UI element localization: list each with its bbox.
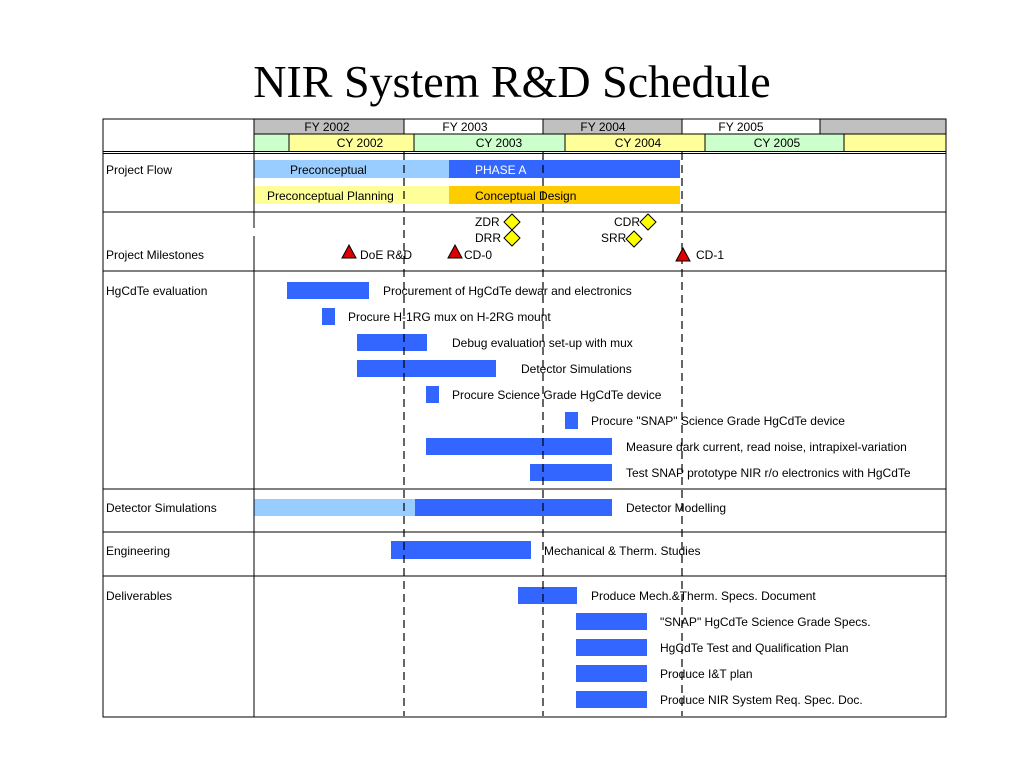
cy-cell-2002 <box>289 134 414 151</box>
task-label: Detector Simulations <box>521 362 632 376</box>
cy-cell-2005 <box>705 134 844 151</box>
cy-label-2004: CY 2004 <box>615 136 662 150</box>
cdr-label: CDR <box>614 215 640 229</box>
task-label: Procure H-1RG mux on H-2RG mount <box>348 310 551 324</box>
task-bar <box>426 386 439 403</box>
task-label: Produce Mech.&Therm. Specs. Document <box>591 589 816 603</box>
fy-cell-2004 <box>543 119 682 134</box>
zdr-label: ZDR <box>475 215 500 229</box>
fy-cell-2005 <box>682 119 820 134</box>
task-bar <box>518 587 577 604</box>
fy-cell-extra <box>820 119 946 134</box>
detector-modelling-label: Detector Modelling <box>626 501 726 515</box>
cd0-triangle <box>447 243 463 259</box>
section-engineering: Engineering <box>106 544 170 558</box>
detector-sim-light-bar <box>254 499 415 516</box>
doe-rd-label: DoE R&D <box>360 248 412 262</box>
task-label: Debug evaluation set-up with mux <box>452 336 633 350</box>
doe-rd-triangle <box>341 243 357 259</box>
fy-cell-2003 <box>404 119 543 134</box>
conceptual-design-bar <box>449 186 680 204</box>
preconceptual-planning-label: Preconceptual Planning <box>267 189 394 203</box>
task-label: Procure "SNAP" Science Grade HgCdTe devi… <box>591 414 845 428</box>
section-detector-sim: Detector Simulations <box>106 501 217 515</box>
drr-diamond <box>503 229 521 247</box>
task-label: Produce I&T plan <box>660 667 753 681</box>
cy-header-row <box>254 134 946 151</box>
preconceptual-bar <box>254 160 449 178</box>
cd1-triangle <box>675 246 691 262</box>
drr-label: DRR <box>475 231 501 245</box>
task-label: Procurement of HgCdTe dewar and electron… <box>383 284 632 298</box>
conceptual-design-label: Conceptual Design <box>475 189 576 203</box>
milestones: ZDR DRR CDR SRR DoE R&D CD-0 CD-1 <box>341 213 724 262</box>
cy-label-2005: CY 2005 <box>754 136 801 150</box>
cy-cell-2003 <box>414 134 565 151</box>
task-bar <box>565 412 578 429</box>
section-deliverables: Deliverables <box>106 589 172 603</box>
task-bar <box>576 613 647 630</box>
section-project-flow: Project Flow <box>106 163 172 177</box>
fy-label-2004: FY 2004 <box>580 120 625 134</box>
table-grid <box>102 118 947 718</box>
task-bar <box>287 282 369 299</box>
srr-label: SRR <box>601 231 627 245</box>
task-bar <box>530 464 612 481</box>
page-title: NIR System R&D Schedule <box>253 56 771 107</box>
section-milestones: Project Milestones <box>106 248 204 262</box>
task-label: HgCdTe Test and Qualification Plan <box>660 641 849 655</box>
cy-cell-trail <box>844 134 946 151</box>
cy-label-2002: CY 2002 <box>337 136 384 150</box>
deliverables-bars <box>518 587 647 708</box>
cy-label-2003: CY 2003 <box>476 136 523 150</box>
cy-cell-lead <box>254 134 289 151</box>
engineering-task-label: Mechanical & Therm. Studies <box>544 544 701 558</box>
task-bar <box>576 665 647 682</box>
section-hgcdte: HgCdTe evaluation <box>106 284 207 298</box>
preconceptual-planning-bar <box>254 186 449 204</box>
preconceptual-label: Preconceptual <box>290 163 367 177</box>
srr-diamond <box>625 230 643 248</box>
task-label: Measure dark current, read noise, intrap… <box>626 440 907 454</box>
task-label: Test SNAP prototype NIR r/o electronics … <box>626 466 911 480</box>
task-label: "SNAP" HgCdTe Science Grade Specs. <box>660 615 871 629</box>
zdr-diamond <box>503 213 521 231</box>
task-bar <box>576 639 647 656</box>
task-bar <box>576 691 647 708</box>
task-bar <box>357 360 496 377</box>
detector-sim-bar <box>415 499 612 516</box>
fy-header-row <box>254 119 946 134</box>
cd0-label: CD-0 <box>464 248 492 262</box>
phase-a-bar <box>449 160 680 178</box>
cd1-label: CD-1 <box>696 248 724 262</box>
phase-a-label: PHASE A <box>475 163 526 177</box>
task-label: Produce NIR System Req. Spec. Doc. <box>660 693 863 707</box>
fy-label-2003: FY 2003 <box>442 120 487 134</box>
task-bar <box>426 438 612 455</box>
fy-label-2005: FY 2005 <box>718 120 763 134</box>
cdr-diamond <box>639 213 657 231</box>
task-bar <box>322 308 335 325</box>
header-borders <box>254 119 946 151</box>
fy-label-2002: FY 2002 <box>304 120 349 134</box>
hgcdte-bars <box>287 282 612 481</box>
task-label: Procure Science Grade HgCdTe device <box>452 388 662 402</box>
fy-cell-2002 <box>254 119 404 134</box>
year-divider-lines <box>403 152 683 716</box>
engineering-bar <box>391 541 531 559</box>
task-bar <box>357 334 427 351</box>
cy-cell-2004 <box>565 134 705 151</box>
